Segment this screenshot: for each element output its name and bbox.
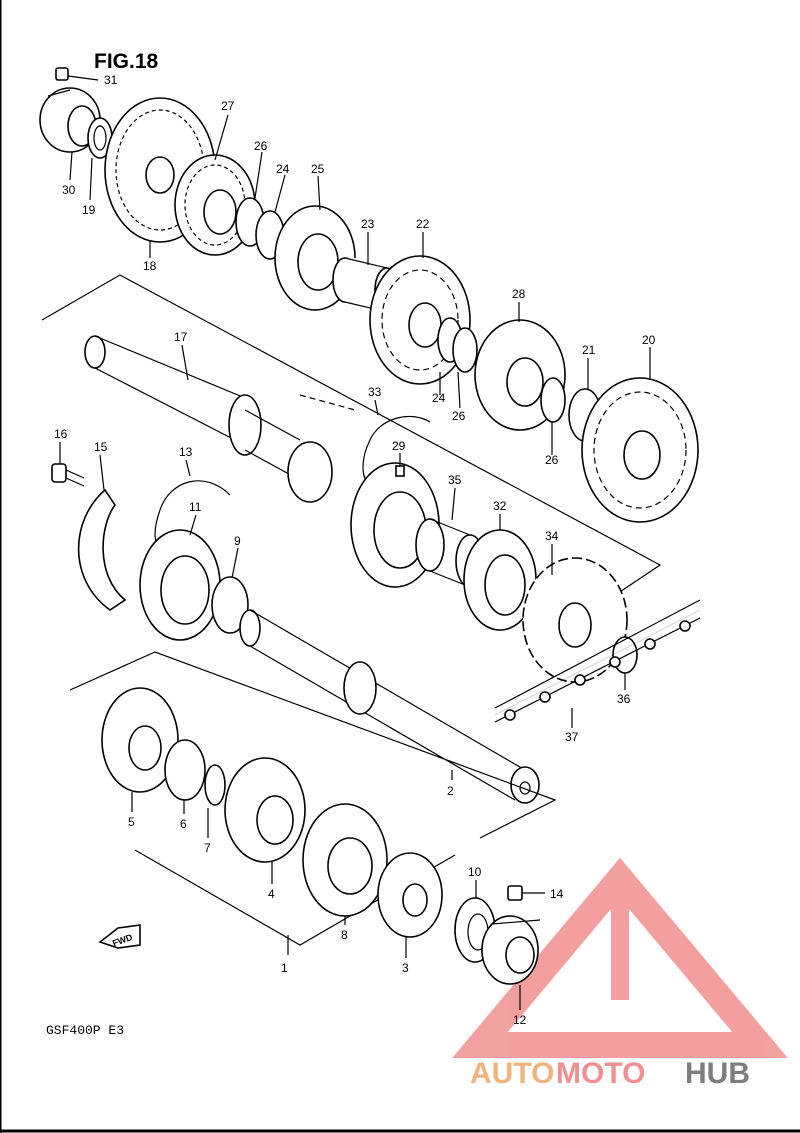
part-29-pin [395, 465, 405, 477]
part-11-bearing [139, 529, 221, 641]
callout-27: 27 [221, 99, 235, 113]
callout-15: 15 [94, 440, 108, 454]
callout-29: 29 [392, 439, 406, 453]
watermark-auto: AUTO [470, 1057, 554, 1090]
part-37-drive-chain [494, 599, 701, 723]
callout-37: 37 [565, 730, 579, 744]
watermark-text: AUTO MOTO HUB [470, 1057, 750, 1090]
callout-7: 7 [204, 841, 211, 855]
part-20-gear [581, 377, 699, 523]
callout-8: 8 [341, 928, 348, 942]
model-code: GSF400P E3 [46, 1023, 124, 1038]
callout-28: 28 [512, 287, 526, 301]
part-5-gear [101, 687, 179, 793]
figure-title: FIG.18 [94, 50, 159, 73]
callout-32: 32 [493, 499, 507, 513]
callout-23: 23 [361, 217, 375, 231]
part-7-circlip [204, 764, 226, 806]
callout-24b: 24 [432, 391, 446, 405]
callout-12: 12 [513, 1013, 527, 1027]
forward-direction-badge: FWD [98, 924, 141, 949]
part-17-countershaft [84, 335, 356, 503]
callout-26c: 26 [545, 453, 559, 467]
callout-6: 6 [180, 817, 187, 831]
upper-gear-assembly [39, 67, 699, 523]
part-6-bushing [164, 739, 206, 801]
callout-36: 36 [617, 692, 631, 706]
callout-17: 17 [174, 330, 188, 344]
callout-33: 33 [368, 385, 382, 399]
callout-10: 10 [468, 865, 482, 879]
callout-1: 1 [281, 961, 288, 975]
callout-30: 30 [62, 183, 76, 197]
watermark-moto: MOTO [556, 1057, 645, 1090]
callout-14: 14 [550, 887, 564, 901]
callout-18: 18 [143, 259, 157, 273]
part-15-retainer [77, 488, 127, 611]
part-26b-circlip [452, 327, 478, 373]
part-34-sprocket [522, 557, 628, 683]
callout-26b: 26 [452, 409, 466, 423]
watermark-hub: HUB [685, 1057, 750, 1090]
part-33-circlip [362, 415, 431, 483]
part-36-circlip [612, 636, 638, 674]
callout-16: 16 [54, 427, 68, 441]
part-14-pin [507, 885, 523, 901]
part-4-gear [224, 757, 306, 863]
callout-26: 26 [254, 139, 268, 153]
callout-22: 22 [416, 217, 430, 231]
part-3-gear [377, 852, 443, 938]
part-16-bolt [51, 463, 85, 487]
callout-labels: 31 27 26 24 25 30 19 18 23 22 28 21 20 1… [54, 73, 656, 1027]
part-31-pin [55, 67, 69, 81]
callout-4: 4 [268, 887, 275, 901]
leader-lines [59, 75, 651, 1010]
callout-20: 20 [642, 333, 656, 347]
watermark-logo [452, 857, 788, 1058]
callout-9: 9 [234, 534, 241, 548]
callout-34: 34 [545, 529, 559, 543]
callout-11: 11 [189, 500, 202, 514]
callout-2: 2 [447, 784, 454, 798]
part-12-bearing-cup [481, 915, 541, 985]
callout-5: 5 [128, 815, 135, 829]
part-32-oil-seal [463, 529, 537, 631]
callout-19: 19 [82, 203, 96, 217]
callout-13: 13 [179, 445, 193, 459]
part-19-washer [87, 117, 113, 159]
part-9-washer [211, 576, 249, 634]
callout-3: 3 [402, 961, 409, 975]
callout-31: 31 [104, 73, 118, 87]
callout-35: 35 [448, 473, 462, 487]
part-8-gear [302, 803, 388, 917]
callout-25: 25 [311, 162, 325, 176]
callout-24: 24 [276, 162, 290, 176]
callout-21: 21 [582, 343, 596, 357]
part-2-driveshaft [239, 609, 540, 804]
part-26c-circlip [540, 377, 566, 423]
